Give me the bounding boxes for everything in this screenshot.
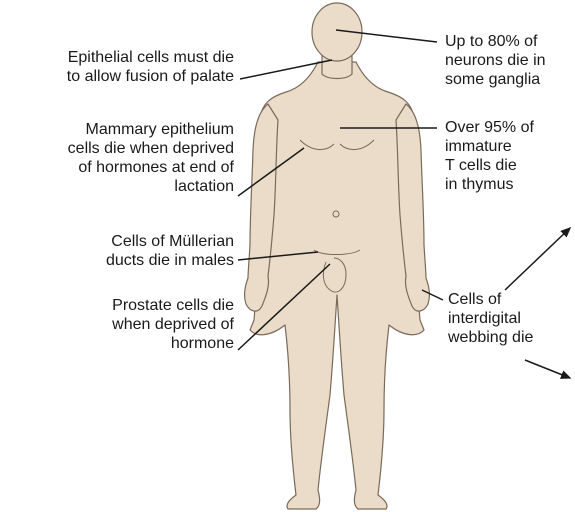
label-line: webbing die	[448, 328, 533, 347]
label-line: to allow fusion of palate	[67, 67, 234, 86]
label-line: Prostate cells die	[112, 296, 234, 315]
label-line: Mammary epithelium	[68, 120, 234, 139]
label-line: neurons die in	[445, 51, 546, 70]
label-line: in thymus	[445, 175, 534, 194]
label-line: Up to 80% of	[445, 32, 546, 51]
label-line: Epithelial cells must die	[67, 48, 234, 67]
label-interdigital: Cells of interdigital webbing die	[448, 290, 533, 347]
label-line: lactation	[68, 177, 234, 196]
label-line: interdigital	[448, 309, 533, 328]
label-line: hormone	[112, 334, 234, 353]
label-neurons: Up to 80% of neurons die in some ganglia	[445, 32, 546, 89]
label-line: when deprived of	[112, 315, 234, 334]
label-line: Cells of	[448, 290, 533, 309]
label-line: cells die when deprived	[68, 139, 234, 158]
label-palate: Epithelial cells must die to allow fusio…	[67, 48, 234, 86]
arrow-up	[505, 228, 570, 290]
label-line: of hormones at end of	[68, 158, 234, 177]
arrow-down	[525, 360, 570, 378]
label-mammary: Mammary epithelium cells die when depriv…	[68, 120, 234, 196]
label-prostate: Prostate cells die when deprived of horm…	[112, 296, 234, 353]
label-line: ducts die in males	[106, 251, 234, 270]
label-line: Cells of Müllerian	[106, 232, 234, 251]
label-mullerian: Cells of Müllerian ducts die in males	[106, 232, 234, 270]
label-line: some ganglia	[445, 70, 546, 89]
label-thymus: Over 95% of immature T cells die in thym…	[445, 118, 534, 194]
label-line: Over 95% of	[445, 118, 534, 137]
label-line: immature	[445, 137, 534, 156]
label-line: T cells die	[445, 156, 534, 175]
